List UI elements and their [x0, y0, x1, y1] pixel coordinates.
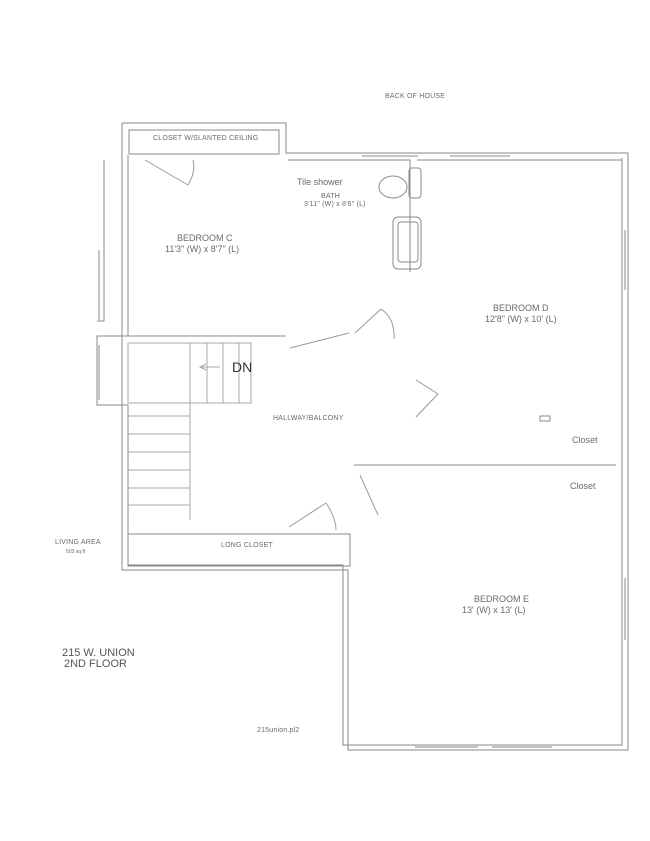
bedroom-e-label: BEDROOM E — [474, 594, 530, 604]
toilet-fixture — [378, 175, 408, 199]
inner-wall — [96, 155, 623, 746]
bedroom-e-dims: 13' (W) x 13' (L) — [462, 605, 526, 615]
doors — [144, 159, 439, 531]
outer-wall — [121, 122, 629, 751]
long-closet-box — [127, 533, 351, 567]
duct — [539, 415, 551, 422]
bath-walls — [288, 159, 411, 272]
bedroom-d-dims: 12'8" (W) x 10' (L) — [485, 314, 557, 324]
bedroom-e-closet-label: Closet — [570, 481, 596, 491]
bedroom-c-walls — [97, 160, 105, 322]
back-of-house-label: BACK OF HOUSE — [385, 93, 446, 100]
stairs — [127, 342, 252, 520]
sink-basin — [397, 221, 419, 263]
file-name-label: 215union.pl2 — [257, 727, 300, 734]
sink-fixture — [392, 216, 422, 270]
bedroom-d-closet-label: Closet — [572, 435, 598, 445]
living-area-label: LIVING AREA — [55, 539, 101, 546]
bedroom-c-label: BEDROOM C — [177, 233, 233, 243]
bath-label: BATH — [321, 193, 340, 200]
bath-dims: 3'11" (W) x 8'6" (L) — [304, 201, 366, 208]
stair-down-label: DN — [232, 359, 253, 375]
closet-slanted-label: CLOSET W/SLANTED CEILING — [153, 135, 259, 142]
long-closet-label: LONG CLOSET — [221, 542, 273, 549]
living-area-value: 503 sq ft — [66, 549, 86, 555]
address-line2: 2ND FLOOR — [64, 658, 127, 670]
hallway-label: HALLWAY/BALCONY — [273, 415, 344, 422]
closet-slanted-ceiling — [128, 129, 280, 155]
bedroom-d-label: BEDROOM D — [493, 303, 549, 313]
address-line1: 215 W. UNION — [62, 647, 135, 659]
windows — [98, 155, 626, 748]
bedroom-c-dims: 11'3" (W) x 8'7" (L) — [165, 244, 240, 254]
tile-shower-label: Tile shower — [297, 177, 343, 187]
toilet-tank — [408, 167, 422, 199]
